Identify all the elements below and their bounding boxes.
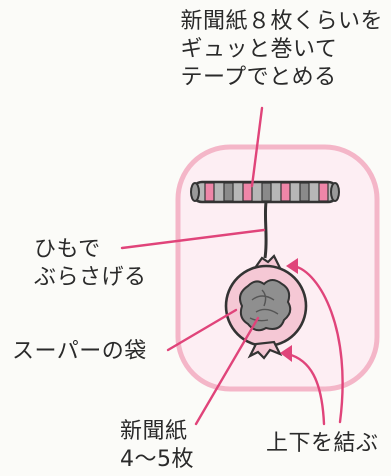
label-rolled-newspaper-line2: ギュッと巻いて [180, 37, 338, 62]
hanging-string [263, 201, 268, 259]
label-hang-with-string: ひもで ぶらさげる [34, 236, 147, 292]
label-newspaper-line1: 新聞紙 [120, 419, 188, 444]
label-supermarket-bag: スーパーの袋 [12, 339, 147, 364]
bag-bottom-knot [247, 340, 283, 360]
arrow-heads [280, 258, 298, 362]
leader-top [250, 106, 264, 188]
arrow-head-bottom [280, 345, 292, 362]
crumpled-newspaper-wad [239, 279, 292, 332]
leader-hang [120, 228, 266, 250]
label-rolled-newspaper-line3: テープでとめる [180, 65, 337, 90]
label-rolled-newspaper-line1: 新聞紙８枚くらいを [180, 9, 383, 34]
leader-lines [120, 106, 344, 426]
leader-tie-bottom [286, 352, 326, 426]
leader-bag [166, 308, 238, 352]
label-hang-line2: ぶらさげる [34, 265, 147, 290]
leader-tie-top [292, 264, 344, 424]
label-tie-top-and-bottom: 上下を結ぶ [266, 431, 379, 456]
arrow-head-top [286, 258, 298, 274]
wad-crease-lines [249, 289, 279, 322]
label-hang-line1: ひもで [34, 237, 101, 262]
leader-newspaper [194, 316, 260, 426]
label-rolled-newspaper: 新聞紙８枚くらいを ギュッと巻いて テープでとめる [180, 8, 383, 92]
label-newspaper-sheets: 新聞紙 4〜5枚 [120, 418, 194, 474]
label-newspaper-line2: 4〜5枚 [120, 447, 194, 472]
rolled-newspaper-stick [190, 180, 340, 204]
